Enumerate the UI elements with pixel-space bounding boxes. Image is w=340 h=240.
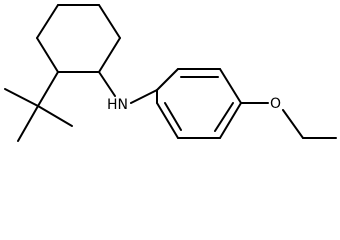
oxygen-to-ethyl-bond (282, 109, 304, 139)
aromatic-double-bond (214, 102, 234, 132)
benzene-ring (156, 68, 242, 139)
methyl-bond (17, 105, 39, 142)
amine-label: HN (107, 97, 128, 113)
aromatic-bond (156, 68, 179, 91)
cyclohexane-ring (36, 4, 121, 73)
aromatic-double-bond (164, 102, 182, 131)
oxygen-label: O (270, 96, 281, 112)
tert-butyl-attachment-bond (37, 71, 59, 107)
nitrogen-to-aryl-bond (130, 89, 158, 104)
ring-bond (36, 4, 59, 39)
chemical-structure-diagram: HN O (4, 4, 337, 142)
amine-linkage: HN (98, 71, 158, 113)
ring-bond (36, 37, 59, 73)
ring-bond (98, 4, 121, 39)
tert-butyl-group (4, 71, 73, 142)
ring-to-nitrogen-bond (98, 71, 116, 97)
aromatic-bond (156, 102, 179, 139)
aromatic-bond (219, 102, 242, 139)
ring-bond (98, 37, 121, 73)
aromatic-bond (219, 68, 242, 104)
methyl-bond (4, 88, 39, 107)
methyl-bond (37, 105, 73, 127)
ethoxy-group: O (240, 96, 337, 139)
